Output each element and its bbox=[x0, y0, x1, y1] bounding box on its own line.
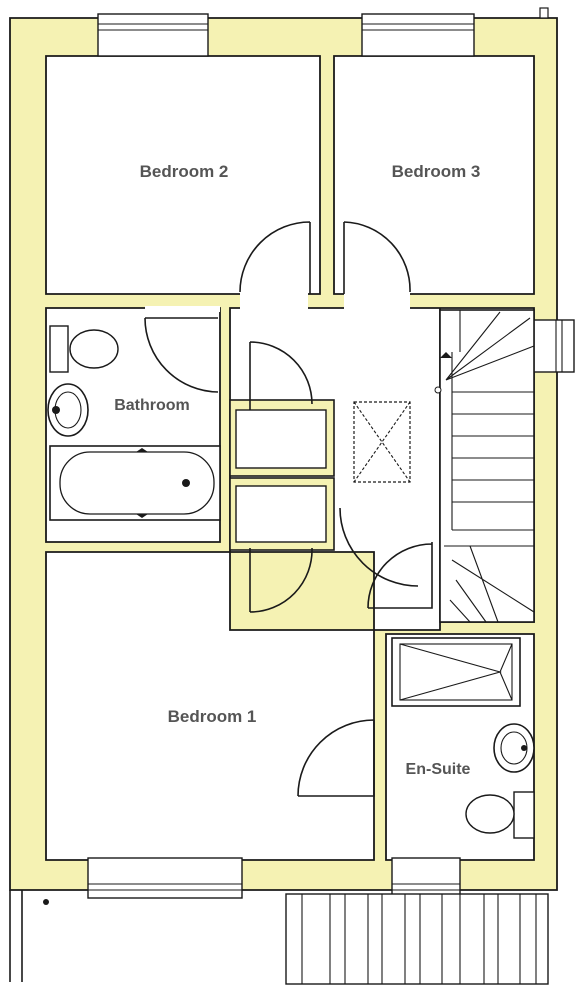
wall-mass bbox=[9, 17, 558, 891]
window-bedroom2 bbox=[97, 13, 209, 57]
ensuite-wc bbox=[465, 791, 535, 839]
window-ensuite bbox=[391, 857, 461, 899]
window-bedroom3 bbox=[361, 13, 475, 57]
bath-wc bbox=[49, 325, 119, 373]
ensuite-basin bbox=[493, 723, 535, 773]
label-bedroom3: Bedroom 3 bbox=[392, 162, 481, 181]
door-gap-bedroom3 bbox=[344, 292, 410, 310]
door-gap-bedroom2 bbox=[240, 292, 308, 310]
loft-hatch bbox=[353, 401, 411, 483]
door-bathroom bbox=[144, 317, 219, 393]
label-bedroom1: Bedroom 1 bbox=[168, 707, 257, 726]
door-cupboard-upper bbox=[249, 341, 313, 410]
label-ensuite: En-Suite bbox=[406, 761, 471, 778]
door-bedroom3 bbox=[343, 221, 411, 294]
shower-tray bbox=[391, 637, 521, 707]
staircase bbox=[434, 309, 535, 623]
door-hall-right bbox=[339, 507, 419, 587]
bath-basin bbox=[47, 383, 89, 437]
door-cupboard-lower bbox=[249, 547, 313, 613]
porch-canopy bbox=[9, 7, 549, 985]
label-bedroom2: Bedroom 2 bbox=[140, 162, 229, 181]
door-ensuite bbox=[297, 719, 375, 797]
door-airing bbox=[367, 542, 433, 609]
cupboard-lower bbox=[235, 485, 327, 543]
label-bathroom: Bathroom bbox=[114, 397, 190, 414]
door-gap-bathroom bbox=[145, 306, 220, 312]
cupboard-upper bbox=[235, 409, 327, 469]
window-bedroom1 bbox=[87, 857, 243, 899]
door-bedroom2 bbox=[239, 221, 311, 294]
bathtub bbox=[49, 445, 221, 521]
window-stairs bbox=[533, 319, 575, 373]
